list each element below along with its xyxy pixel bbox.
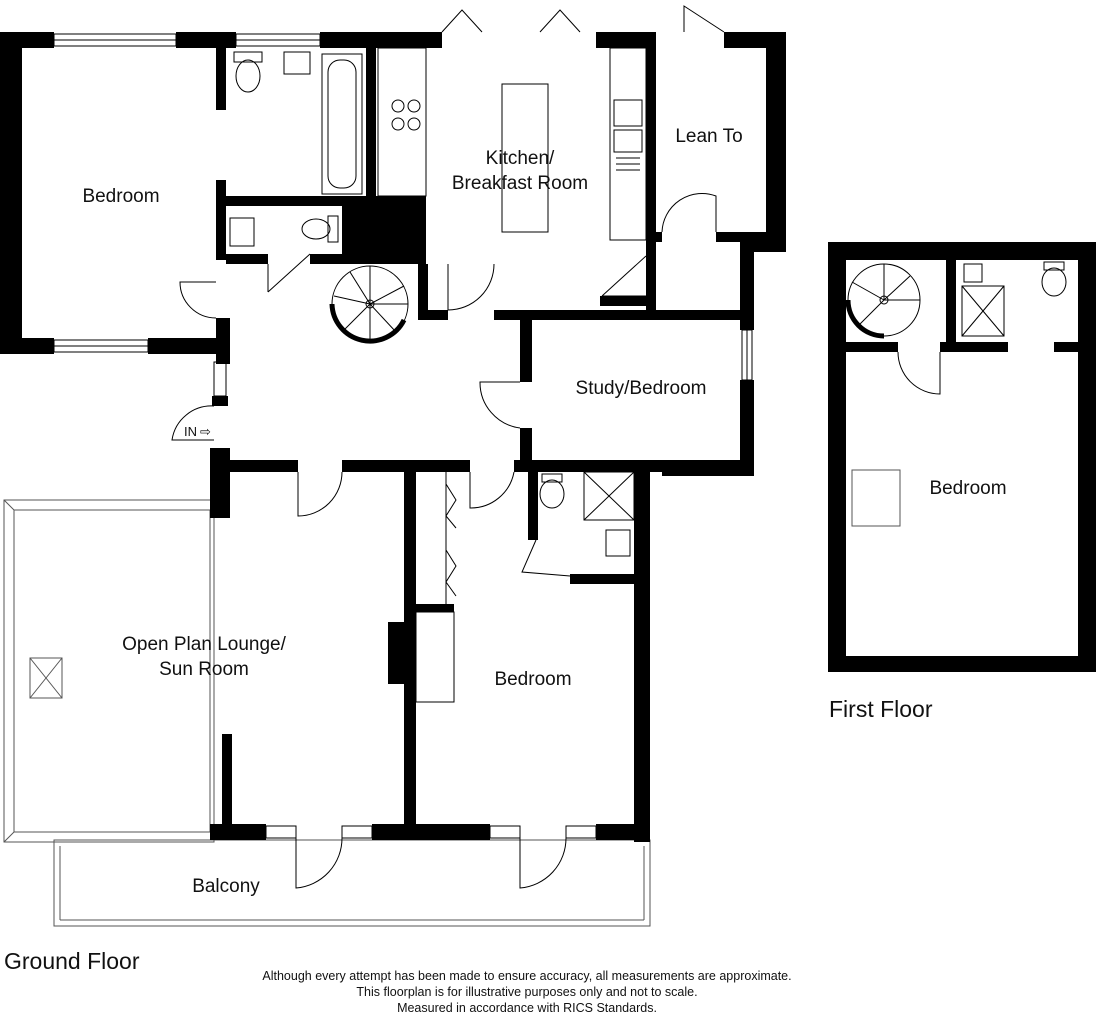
first-floor-shower-fixtures — [961, 261, 1067, 337]
disclaimer-line3: Measured in accordance with RICS Standar… — [397, 1001, 657, 1015]
sunroom-outline — [3, 499, 215, 843]
sunroom-inner-outline — [13, 509, 211, 833]
spiral-staircase — [329, 265, 409, 344]
balcony-outline — [53, 839, 651, 927]
room-label-kitchen-line1: Kitchen/ — [486, 148, 555, 169]
bathroom-fixtures — [229, 51, 363, 247]
ground-floor-plan: Bedroom Kitchen/ Breakfast Room Lean To … — [0, 5, 786, 927]
room-label-lounge-line2: Sun Room — [159, 659, 249, 680]
ensuite-fixtures — [539, 471, 635, 557]
doors-ground — [171, 5, 725, 889]
skylight — [29, 657, 63, 699]
room-label-balcony: Balcony — [192, 876, 260, 897]
room-label-kitchen-line2: Breakfast Room — [452, 173, 588, 194]
room-label-lean-to: Lean To — [675, 126, 742, 147]
floor-label-first: First Floor — [829, 696, 933, 722]
room-label-bedroom-first: Bedroom — [929, 478, 1006, 499]
skylight-first — [851, 469, 901, 527]
kitchen-fixtures — [377, 47, 647, 241]
room-label-bedroom-nw: Bedroom — [82, 186, 159, 207]
room-label-study: Study/Bedroom — [576, 378, 707, 399]
first-floor-plan: Bedroom — [828, 242, 1096, 672]
floor-label-ground: Ground Floor — [4, 948, 140, 974]
room-label-bedroom-s: Bedroom — [494, 669, 571, 690]
entrance-label: IN — [184, 424, 197, 439]
entrance-arrow-icon: ⇨ — [200, 424, 211, 439]
spiral-staircase-first — [845, 263, 921, 339]
disclaimer-line1: Although every attempt has been made to … — [262, 969, 791, 983]
room-label-lounge-line1: Open Plan Lounge/ — [122, 634, 286, 655]
wardrobe — [415, 472, 457, 703]
disclaimer-line2: This floorplan is for illustrative purpo… — [356, 985, 697, 999]
